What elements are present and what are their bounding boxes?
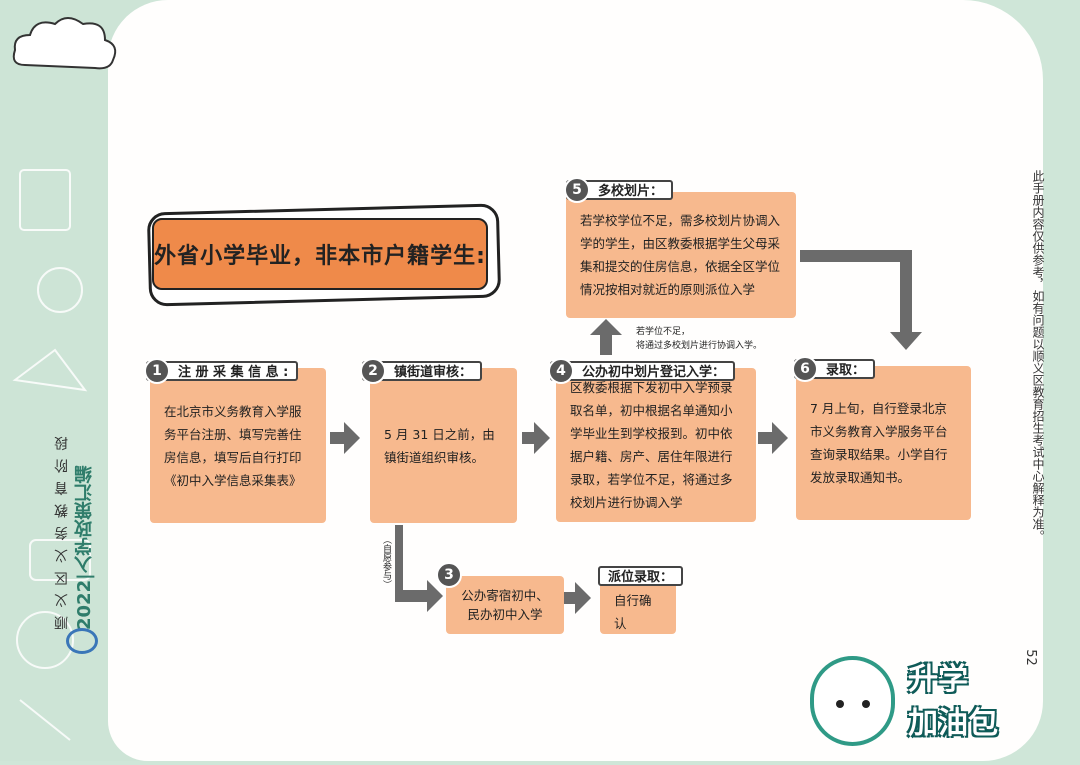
step-5-tag-label: 多校划片： [598, 184, 664, 199]
step-4-text: 区教委根据下发初中入学预录取名单，初中根据名单通知小学毕业生到学校报到。初中依据… [570, 380, 733, 510]
step-4-tag: 公办初中划片登记入学： [550, 361, 736, 381]
arrow-4-6 [758, 422, 788, 454]
step-2-text: 5 月 31 日之前，由镇街道组织审核。 [384, 426, 495, 465]
step-1-tag: 注 册 采 集 信 息 : [146, 361, 299, 381]
step-3-text: 公办寄宿初中、民办初中入学 [461, 588, 549, 622]
arrow-2-4 [522, 422, 550, 454]
step-2-box: 5 月 31 日之前，由镇街道组织审核。 [370, 368, 517, 523]
step-1-text: 在北京市义务教育入学服务平台注册、填写完善住房信息，填写后自行打印《初中入学信息… [164, 403, 302, 488]
step-2-tag-label: 镇街道审核： [394, 365, 473, 380]
step-2-number: 2 [360, 358, 386, 384]
step-3-number: 3 [436, 562, 462, 588]
insufficient-note: 若学位不足， 将通过多校划片进行协调入学。 [636, 325, 762, 353]
step-6-box: 7 月上旬，自行登录北京市义务教育入学服务平台查询录取结果。小学自行发放录取通知… [796, 366, 971, 520]
arrow-5-6 [800, 250, 922, 350]
step-5-number: 5 [564, 177, 590, 203]
dispatch-tag-label: 派位录取： [608, 570, 674, 585]
arrow-1-2 [330, 422, 360, 454]
insufficient-note-line1: 若学位不足， [636, 327, 691, 337]
step-3-box: 公办寄宿初中、民办初中入学 [446, 576, 564, 634]
cloud-icon [12, 17, 117, 70]
step-6-number: 6 [792, 356, 818, 382]
badge-line1: 升学 [908, 662, 968, 697]
step-2-tag: 镇街道审核： [362, 361, 483, 381]
step-1-tag-label: 注 册 采 集 信 息 : [178, 365, 289, 380]
mascot-icon [810, 656, 895, 746]
book-title-vertical: 顺 义 区 义 务 教 育 阶 段 2022|入学政策汇编 [52, 410, 110, 654]
page-title: 外省小学毕业，非本市户籍学生: [152, 218, 488, 290]
arrow-3-dispatch [563, 582, 591, 614]
step-1-box: 在北京市义务教育入学服务平台注册、填写完善住房信息，填写后自行打印《初中入学信息… [150, 368, 326, 523]
dispatch-tag: 派位录取： [598, 566, 684, 586]
voluntary-note: （自愿参与） [381, 535, 391, 589]
step-5-box: 若学校学位不足，需多校划片协调入学的学生，由区教委根据学生父母采集和提交的住房信… [566, 192, 796, 318]
arrow-2-3 [395, 525, 443, 612]
step-4-number: 4 [548, 358, 574, 384]
disclaimer-note: 此手册内容仅供参考，如有问题以顺义区教育招生考试中心解释为准。 [1031, 170, 1045, 542]
step-4-box: 区教委根据下发初中入学预录取名单，初中根据名单通知小学毕业生到学校报到。初中依据… [556, 368, 756, 522]
insufficient-note-line2: 将通过多校划片进行协调入学。 [636, 341, 763, 351]
logo-icon [66, 628, 98, 654]
step-6-text: 7 月上旬，自行登录北京市义务教育入学服务平台查询录取结果。小学自行发放录取通知… [810, 401, 948, 485]
step-4-tag-label: 公办初中划片登记入学： [582, 365, 726, 380]
dispatch-text: 自行确认 [614, 593, 652, 631]
step-1-number: 1 [144, 358, 170, 384]
badge-line2: 加油包 [908, 706, 998, 741]
arrow-4-5 [590, 319, 622, 355]
step-5-text: 若学校学位不足，需多校划片协调入学的学生，由区教委根据学生父母采集和提交的住房信… [580, 213, 781, 297]
badge: 升学 加油包 [800, 648, 1050, 758]
step-6-tag-label: 录取： [826, 363, 866, 378]
